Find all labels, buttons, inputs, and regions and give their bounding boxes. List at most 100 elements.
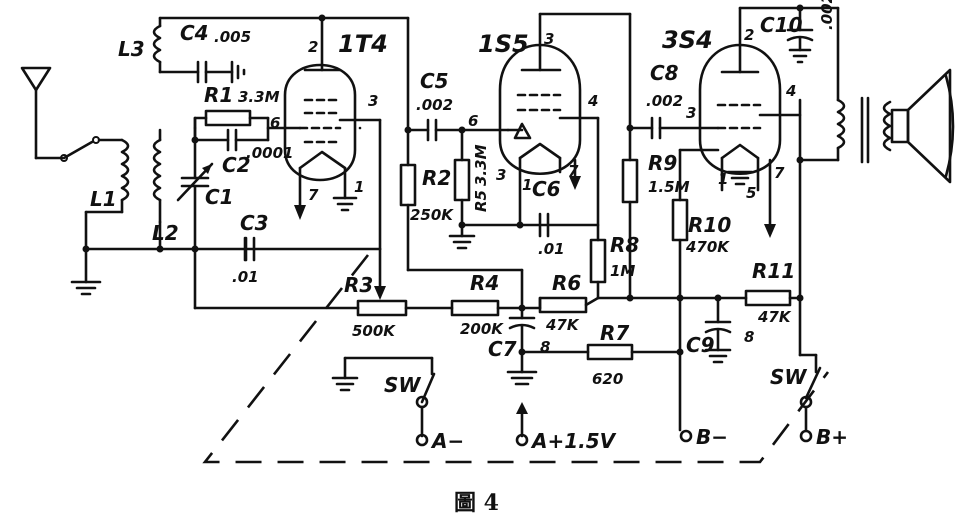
pin-3S4-7: 7 xyxy=(774,164,785,182)
capacitor-C8 xyxy=(628,116,720,140)
junction-dots xyxy=(82,4,804,356)
label-C3: C3 xyxy=(240,211,269,235)
terminal-label-b-plus: B+ xyxy=(816,425,848,449)
label-L2: L2 xyxy=(152,221,179,245)
resistor-R2 xyxy=(399,128,524,272)
potentiometer-R3 xyxy=(193,247,454,317)
capacitor-C1 xyxy=(176,136,214,251)
switch-A xyxy=(331,356,436,447)
tube-label-1T4: 1T4 xyxy=(338,30,388,58)
resistor-R10 xyxy=(671,148,689,432)
pin-1S5-1: 1 xyxy=(522,176,532,194)
label-C4: C4 xyxy=(180,21,209,45)
label-R1: R1 xyxy=(204,83,233,107)
coil-L1 xyxy=(84,138,130,284)
label-R6: R6 xyxy=(552,271,581,295)
value-C10: .002 xyxy=(818,0,836,30)
terminal-label-a-plus: A+1.5V xyxy=(530,429,617,453)
terminal-b-minus xyxy=(679,429,693,443)
pin-3S4-2: 2 xyxy=(744,26,754,44)
value-R8: 1M xyxy=(610,262,635,280)
value-R10: 470K xyxy=(685,238,730,256)
value-R11: 47K xyxy=(757,308,792,326)
label-C10: C10 xyxy=(760,13,803,37)
pin-1T4-3: 3 xyxy=(368,92,378,110)
label-switch-b: SW xyxy=(770,365,807,389)
pin-1T4-2: 2 xyxy=(308,38,318,56)
label-R8: R8 xyxy=(610,233,639,257)
label-C8: C8 xyxy=(650,61,679,85)
label-R4: R4 xyxy=(470,271,499,295)
switch-B xyxy=(798,353,822,443)
label-R3: R3 xyxy=(344,273,373,297)
value-R7: 620 xyxy=(592,370,623,388)
pin-3S4-3: 3 xyxy=(686,104,696,122)
value-R2: 250K xyxy=(410,206,454,224)
capacitor-C2 xyxy=(193,116,270,152)
label-L1: L1 xyxy=(90,187,117,211)
terminal-a-plus xyxy=(515,402,529,447)
label-C5: C5 xyxy=(420,69,449,93)
pin-3S4-4: 4 xyxy=(785,82,796,100)
value-R4: 200K xyxy=(460,320,504,338)
resistor-R4 xyxy=(450,299,542,317)
tube-3S4 xyxy=(698,6,840,357)
value-C6: .01 xyxy=(538,240,565,258)
capacitor-C4 xyxy=(158,60,246,84)
label-R5: R5 xyxy=(472,190,490,212)
label-C6: C6 xyxy=(532,177,561,201)
value-C9: 8 xyxy=(744,328,754,346)
pin-1T4-7: 7 xyxy=(308,186,319,204)
tube-1S5 xyxy=(498,12,632,242)
label-R2: R2 xyxy=(422,166,451,190)
pin-1T4-1: 1 xyxy=(354,178,364,196)
label-C7: C7 xyxy=(488,337,517,361)
label-R11: R11 xyxy=(752,259,795,283)
gang-link xyxy=(202,254,830,464)
output-transformer xyxy=(798,6,892,164)
coil-L3 xyxy=(152,16,324,74)
pin-1S5-3b: 3 xyxy=(496,166,506,184)
resistor-R8 xyxy=(589,238,682,300)
ground-symbol xyxy=(70,280,102,296)
capacitor-C3 xyxy=(243,236,256,262)
speaker-icon xyxy=(890,68,955,184)
terminal-label-b-minus: B− xyxy=(696,425,728,449)
pin-1T4-6: 6 xyxy=(270,114,280,132)
antenna-symbol xyxy=(20,66,124,162)
label-switch-a: SW xyxy=(384,373,421,397)
terminal-label-a-minus: A− xyxy=(430,429,464,453)
pin-1S5-4: 4 xyxy=(587,92,598,110)
value-C2: .0001 xyxy=(246,144,293,162)
value-R9: 1.5M xyxy=(648,178,690,196)
value-R6: 47K xyxy=(545,316,580,334)
pin-1S5-7: 7 xyxy=(568,162,579,180)
pin-1S5-6: 6 xyxy=(468,112,478,130)
value-C7: 8 xyxy=(540,338,550,356)
resistor-R1 xyxy=(193,109,270,127)
label-C1: C1 xyxy=(205,185,234,209)
value-C5: .002 xyxy=(416,96,453,114)
label-C2: C2 xyxy=(222,153,251,177)
pin-1S5-3: 3 xyxy=(544,30,554,48)
tube-label-3S4: 3S4 xyxy=(662,26,713,54)
pin-3S4-5: 5 xyxy=(746,184,756,202)
label-R9: R9 xyxy=(648,151,677,175)
resistor-R5 xyxy=(453,128,600,227)
resistor-R11 xyxy=(744,289,802,307)
label-L3: L3 xyxy=(118,37,145,61)
capacitor-C10 xyxy=(786,6,814,64)
resistor-R6 xyxy=(538,296,588,314)
value-R1: 3.3M xyxy=(238,88,280,106)
resistor-R7 xyxy=(520,343,682,361)
capacitor-C6 xyxy=(538,212,550,238)
tube-1T4 xyxy=(283,16,382,251)
label-R10: R10 xyxy=(688,213,731,237)
label-C9: C9 xyxy=(686,333,715,357)
value-R3: 500K xyxy=(352,322,396,340)
capacitor-C9 xyxy=(704,296,732,364)
capacitor-C5 xyxy=(406,118,510,142)
value-C3: .01 xyxy=(232,268,259,286)
